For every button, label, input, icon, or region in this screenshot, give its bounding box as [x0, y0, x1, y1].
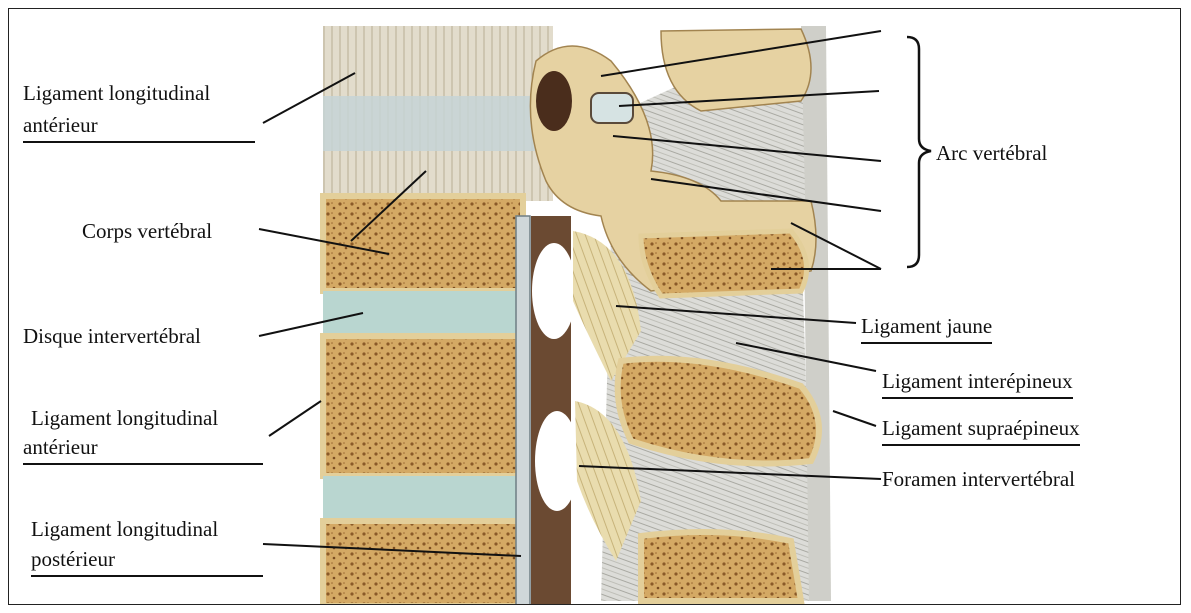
vertebral-body-3	[323, 521, 523, 605]
posterior-longitudinal-ligament	[516, 216, 530, 605]
figure-frame: Ligament longitudinal antérieur Corps ve…	[8, 8, 1181, 605]
label-posterior-ligament-line1: Ligament longitudinal	[31, 517, 218, 541]
foramen-lower	[535, 411, 579, 511]
label-anterior-ligament-bottom-line1: Ligament longitudinal	[31, 406, 218, 430]
label-ligament-supraepineux: Ligament supraépineux	[882, 416, 1080, 446]
foramen-upper	[532, 243, 576, 339]
vertebral-body-1	[323, 196, 523, 291]
label-posterior-ligament-line2: postérieur	[31, 547, 263, 577]
arch-dark-notch	[536, 71, 572, 131]
label-ligament-interepineux: Ligament interépineux	[882, 369, 1073, 399]
label-anterior-ligament-top-line2: antérieur	[23, 113, 255, 143]
label-arc-vertebral: Arc vertébral	[936, 141, 1047, 165]
label-ligament-jaune: Ligament jaune	[861, 314, 992, 344]
intervertebral-disc-2	[323, 476, 523, 521]
spinous-process-bottom	[641, 532, 801, 601]
spinous-process-upper	[641, 231, 807, 296]
label-disque-intervertebral: Disque intervertébral	[23, 324, 201, 348]
intervertebral-disc-1	[323, 291, 523, 336]
arc-bracket	[907, 37, 931, 267]
label-foramen-intervertebral: Foramen intervertébral	[882, 467, 1075, 491]
label-anterior-ligament-top-line1: Ligament longitudinal	[23, 81, 210, 105]
anterior-ligament-band	[323, 96, 563, 151]
label-anterior-ligament-bottom-line2: antérieur	[23, 435, 263, 465]
vertebral-body-2	[323, 336, 523, 476]
transverse-process-cut	[591, 93, 633, 123]
label-corps-vertebral: Corps vertébral	[82, 219, 212, 243]
